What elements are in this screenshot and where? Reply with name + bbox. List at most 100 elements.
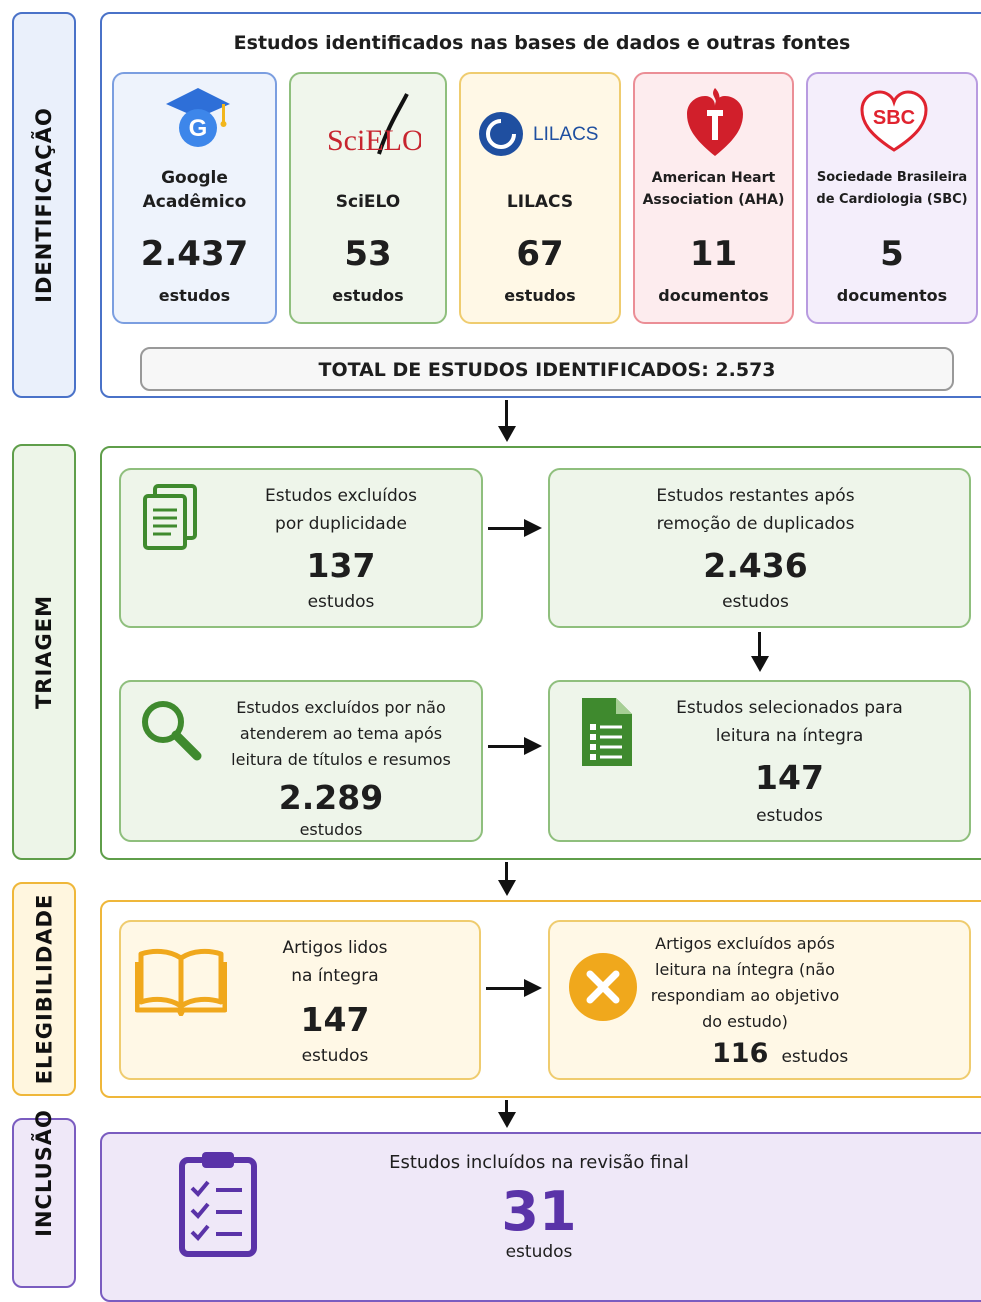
card-line1: Estudos excluídos xyxy=(264,486,418,506)
source-count: 11 xyxy=(689,234,738,274)
arrow-down-line xyxy=(758,632,761,658)
articles-excluded-card: Artigos excluídos após leitura na íntegr… xyxy=(548,920,971,1080)
remaining-after-dedup-card: Estudos restantes após remoção de duplic… xyxy=(548,468,971,628)
scielo-logo-text: SciELO xyxy=(327,124,421,157)
stage-label-triagem: TRIAGEM xyxy=(12,444,76,860)
card-line3: respondiam ao objetivo xyxy=(650,986,840,1005)
arrow-right-line xyxy=(488,745,526,748)
card-unit: estudos xyxy=(756,806,823,826)
source-unit: estudos xyxy=(332,286,404,305)
duplicates-excluded-card: Estudos excluídos por duplicidade 137 es… xyxy=(119,468,483,628)
stage-label-text: TRIAGEM xyxy=(32,594,57,710)
source-name-line1: SciELO xyxy=(335,192,401,212)
arrow-down-line xyxy=(505,1100,508,1116)
svg-text:G: G xyxy=(189,115,208,142)
card-line3: leitura de títulos e resumos xyxy=(231,750,451,769)
inclusao-stage: Estudos incluídos na revisão final 31 es… xyxy=(100,1132,981,1302)
heart-torch-icon xyxy=(687,88,743,156)
source-name-line1: American Heart xyxy=(651,170,776,186)
stage-label-text: ELEGIBILIDADE xyxy=(32,893,57,1085)
lilacs-logo-icon: LILACS xyxy=(479,112,598,156)
card-line4: do estudo) xyxy=(702,1012,788,1031)
card-count: 137 xyxy=(306,546,376,585)
source-unit: documentos xyxy=(836,286,948,305)
topic-excluded-card: Estudos excluídos por não atenderem ao t… xyxy=(119,680,483,842)
source-name-line2: Acadêmico xyxy=(142,192,247,212)
arrow-right-head xyxy=(524,979,542,997)
arrow-right-head xyxy=(524,519,542,537)
sbc-logo-text: SBC xyxy=(873,107,915,129)
source-count: 5 xyxy=(880,234,904,274)
card-line2: remoção de duplicados xyxy=(656,514,855,534)
checklist-sheet-icon xyxy=(582,698,632,766)
card-unit: estudos xyxy=(301,1046,369,1066)
arrow-right-head xyxy=(524,737,542,755)
graduation-cap-g-icon: G xyxy=(166,88,230,147)
card-count: 116 xyxy=(712,1038,769,1069)
sbc-heart-logo-icon: SBC xyxy=(860,90,928,152)
total-identified-text: TOTAL DE ESTUDOS IDENTIFICADOS: 2.573 xyxy=(318,359,776,381)
card-count: 2.289 xyxy=(278,778,384,817)
source-unit: estudos xyxy=(504,286,576,305)
arrow-down-line xyxy=(505,400,508,430)
source-unit: documentos xyxy=(658,286,769,305)
x-circle-icon xyxy=(569,953,637,1021)
identificacao-header: Estudos identificados nas bases de dados… xyxy=(233,32,851,54)
card-line2: por duplicidade xyxy=(275,514,407,534)
stage-label-text: INCLUSÃO xyxy=(32,1109,56,1237)
card-line2: atenderem ao tema após xyxy=(239,724,443,743)
card-unit: estudos xyxy=(307,592,375,612)
card-line1: Estudos restantes após xyxy=(656,486,855,506)
card-line1: Estudos selecionados para xyxy=(676,698,903,718)
arrow-down-head xyxy=(498,1112,516,1128)
source-card-sbc: SBC Sociedade Brasileira de Cardiologia … xyxy=(806,72,978,324)
card-unit: estudos xyxy=(722,592,789,612)
card-count-row: 116 estudos xyxy=(712,1038,848,1069)
card-line2: leitura na íntegra xyxy=(715,726,864,746)
inclusao-count: 31 xyxy=(501,1180,577,1243)
arrow-right-line xyxy=(486,987,526,990)
documents-icon xyxy=(143,484,197,550)
source-name-line1: LILACS xyxy=(506,192,574,212)
card-count: 2.436 xyxy=(703,546,808,585)
stage-label-elegibilidade: ELEGIBILIDADE xyxy=(12,882,76,1096)
source-name-line1: Sociedade Brasileira xyxy=(816,170,968,185)
stage-label-text: IDENTIFICAÇÃO xyxy=(32,107,56,303)
source-name-line2: Association (AHA) xyxy=(642,192,785,208)
arrow-down-head xyxy=(498,426,516,442)
open-book-icon xyxy=(135,948,227,1016)
scielo-logo-icon: SciELO xyxy=(327,93,421,157)
source-unit: estudos xyxy=(158,286,231,305)
card-count: 147 xyxy=(300,1000,370,1039)
card-line2: leitura na íntegra (não xyxy=(655,960,835,979)
source-card-scielo: SciELO SciELO 53 estudos xyxy=(289,72,447,324)
total-identified-bar: TOTAL DE ESTUDOS IDENTIFICADOS: 2.573 xyxy=(140,347,954,391)
magnifier-icon xyxy=(142,701,202,761)
card-unit: estudos xyxy=(299,820,363,839)
source-card-google: G Google Acadêmico 2.437 estudos xyxy=(112,72,277,324)
arrow-down-line xyxy=(505,862,508,884)
card-line1: Estudos excluídos por não xyxy=(236,698,446,717)
source-count: 53 xyxy=(344,234,392,274)
selected-fulltext-card: Estudos selecionados para leitura na ínt… xyxy=(548,680,971,842)
source-card-aha: American Heart Association (AHA) 11 docu… xyxy=(633,72,794,324)
source-count: 67 xyxy=(516,234,564,274)
card-line1: Artigos lidos xyxy=(282,938,388,958)
arrow-down-head xyxy=(498,880,516,896)
source-card-lilacs: LILACS LILACS 67 estudos xyxy=(459,72,621,324)
stage-label-inclusao: INCLUSÃO xyxy=(12,1109,76,1288)
source-name-line2: de Cardiologia (SBC) xyxy=(816,192,968,207)
articles-read-card: Artigos lidos na íntegra 147 estudos xyxy=(119,920,481,1080)
card-line1: Artigos excluídos após xyxy=(655,934,835,953)
card-unit: estudos xyxy=(781,1047,849,1067)
clipboard-checklist-icon xyxy=(179,1152,257,1257)
inclusao-unit: estudos xyxy=(505,1242,573,1262)
inclusao-line1: Estudos incluídos na revisão final xyxy=(389,1152,689,1173)
source-count: 2.437 xyxy=(140,234,249,274)
card-count: 147 xyxy=(755,758,824,797)
source-name-line1: Google xyxy=(161,168,228,188)
stage-label-identificacao: IDENTIFICAÇÃO xyxy=(12,12,76,398)
arrow-down-head xyxy=(751,656,769,672)
lilacs-logo-text: LILACS xyxy=(533,124,598,145)
card-line2: na íntegra xyxy=(291,966,379,986)
